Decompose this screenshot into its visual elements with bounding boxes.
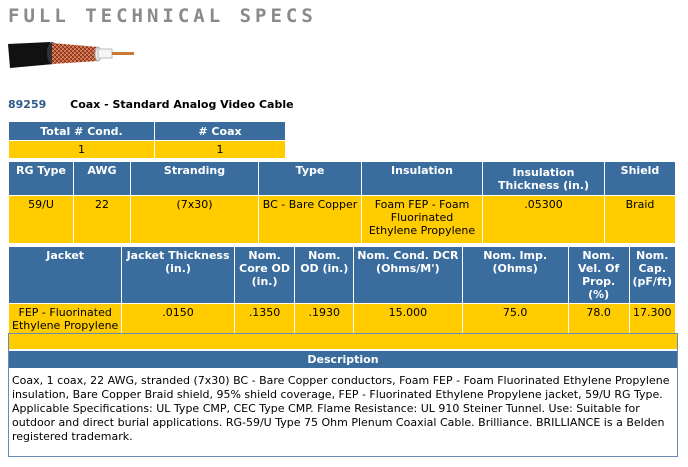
header-jacket-thickness: Jacket Thickness (in.) [121, 246, 235, 304]
value-cond-dcr: 15.000 [353, 303, 463, 338]
coax-cable-image [8, 42, 134, 68]
description-text: Coax, 1 coax, 22 AWG, stranded (7x30) BC… [12, 374, 670, 443]
value-nom-cap: 17.300 [628, 303, 676, 338]
description-heading: Description [9, 351, 677, 368]
header-coax-count: # Coax [154, 121, 286, 141]
product-title: 89259 Coax - Standard Analog Video Cable [8, 98, 294, 111]
header-type: Type [258, 161, 362, 196]
value-insulation: Foam FEP - Foam Fluorinated Ethylene Pro… [361, 195, 483, 244]
header-jacket: Jacket [7, 246, 123, 304]
header-stranding: Stranding [130, 161, 259, 196]
value-awg: 22 [73, 195, 131, 244]
header-insulation-thickness: Insulation Thickness (in.) [482, 161, 605, 196]
header-cond-dcr: Nom. Cond. DCR (Ohms/M') [353, 246, 463, 304]
header-awg: AWG [73, 161, 131, 196]
header-total-cond: Total # Cond. [8, 121, 155, 141]
value-insulation-thickness: .05300 [482, 195, 605, 244]
description-panel: Description Coax, 1 coax, 22 AWG, strand… [8, 333, 678, 457]
value-nom-od: .1930 [294, 303, 355, 338]
header-nom-imp: Nom. Imp. (Ohms) [461, 246, 569, 304]
header-nom-cap: Nom. Cap. (pF/ft) [628, 246, 676, 304]
value-nom-imp: 75.0 [461, 303, 569, 338]
header-core-od: Nom. Core OD (in.) [233, 246, 296, 304]
page-banner: FULL TECHNICAL SPECS [8, 5, 317, 27]
value-total-cond: 1 [8, 140, 155, 159]
value-shield: Braid [604, 195, 676, 244]
cable-spec-table: Jacket Jacket Thickness (in.) Nom. Core … [7, 246, 676, 338]
product-name: Coax - Standard Analog Video Cable [70, 98, 294, 111]
header-insulation: Insulation [361, 161, 483, 196]
value-coax-count: 1 [154, 140, 286, 159]
header-nom-od: Nom. OD (in.) [294, 246, 355, 304]
conductor-spec-table: RG Type AWG Stranding Type Insulation In… [8, 161, 676, 244]
value-rg-type: 59/U [8, 195, 74, 244]
value-jacket: FEP - Fluorinated Ethylene Propylene [7, 303, 123, 338]
value-jacket-thickness: .0150 [121, 303, 235, 338]
conductor-count-table: Total # Cond. # Coax 1 1 [8, 121, 286, 159]
description-spacer-bar [9, 334, 677, 349]
value-type: BC - Bare Copper [258, 195, 362, 244]
header-shield: Shield [604, 161, 676, 196]
header-vel-prop: Nom. Vel. Of Prop. (%) [567, 246, 630, 304]
product-number: 89259 [8, 98, 47, 111]
value-core-od: .1350 [233, 303, 296, 338]
value-stranding: (7x30) [130, 195, 259, 244]
header-rg-type: RG Type [8, 161, 74, 196]
